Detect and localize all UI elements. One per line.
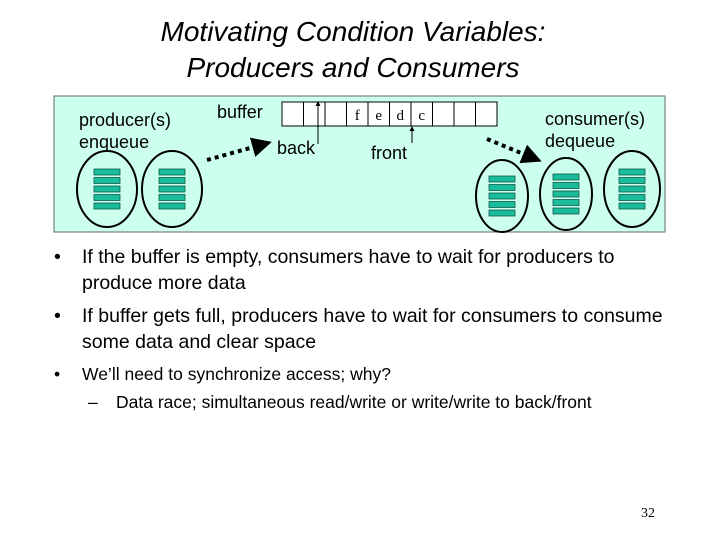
buffer-cell [324,101,347,127]
front-label: front [371,143,408,163]
buffer [281,101,498,127]
consumer-label: consumer(s) dequeue [545,109,646,151]
page-number: 32 [641,506,655,521]
buffer-cell [432,101,455,127]
producer-thread-icon [141,150,203,228]
slide-title: Motivating Condition Variables: Producer… [0,14,706,86]
buffer-cell [281,101,304,127]
buffer-cell [303,101,326,127]
buffer-cell-value: c [418,108,425,124]
buffer-cell [475,101,498,127]
bullet-item: • If buffer gets full, producers have to… [54,305,663,353]
producer-label: producer(s) enqueue [79,110,172,152]
buffer-cell [453,101,476,127]
consumer-thread-icon [475,159,529,233]
dotted-arrow-icon [486,137,542,164]
bullet-icon: • [54,305,61,327]
buffer-cell-value: e [375,108,382,124]
buffer-label: buffer [217,102,263,122]
bullet-icon: • [54,246,61,268]
bullet-item: • If the buffer is empty, consumers have… [54,246,615,294]
sub-bullet-item: – Data race; simultaneous read/write or … [88,392,592,412]
bullet-item: • We’ll need to synchronize access; why?… [54,362,684,414]
bullet-list: • If the buffer is empty, consumers have… [54,244,684,414]
title-line-2: Producers and Consumers [186,52,520,83]
buffer-cell-value: d [397,108,405,124]
sub-bullet-list: – Data race; simultaneous read/write or … [88,390,684,414]
bullet-icon: • [54,364,61,384]
consumer-thread-icon [539,157,593,231]
dash-icon: – [88,392,98,412]
producer-thread-icon [76,150,138,228]
dotted-arrow-icon [206,137,272,162]
buffer-cell-value: f [355,108,360,124]
title-line-1: Motivating Condition Variables: [160,16,546,47]
consumer-thread-icon [603,150,661,228]
back-label: back [277,138,316,158]
